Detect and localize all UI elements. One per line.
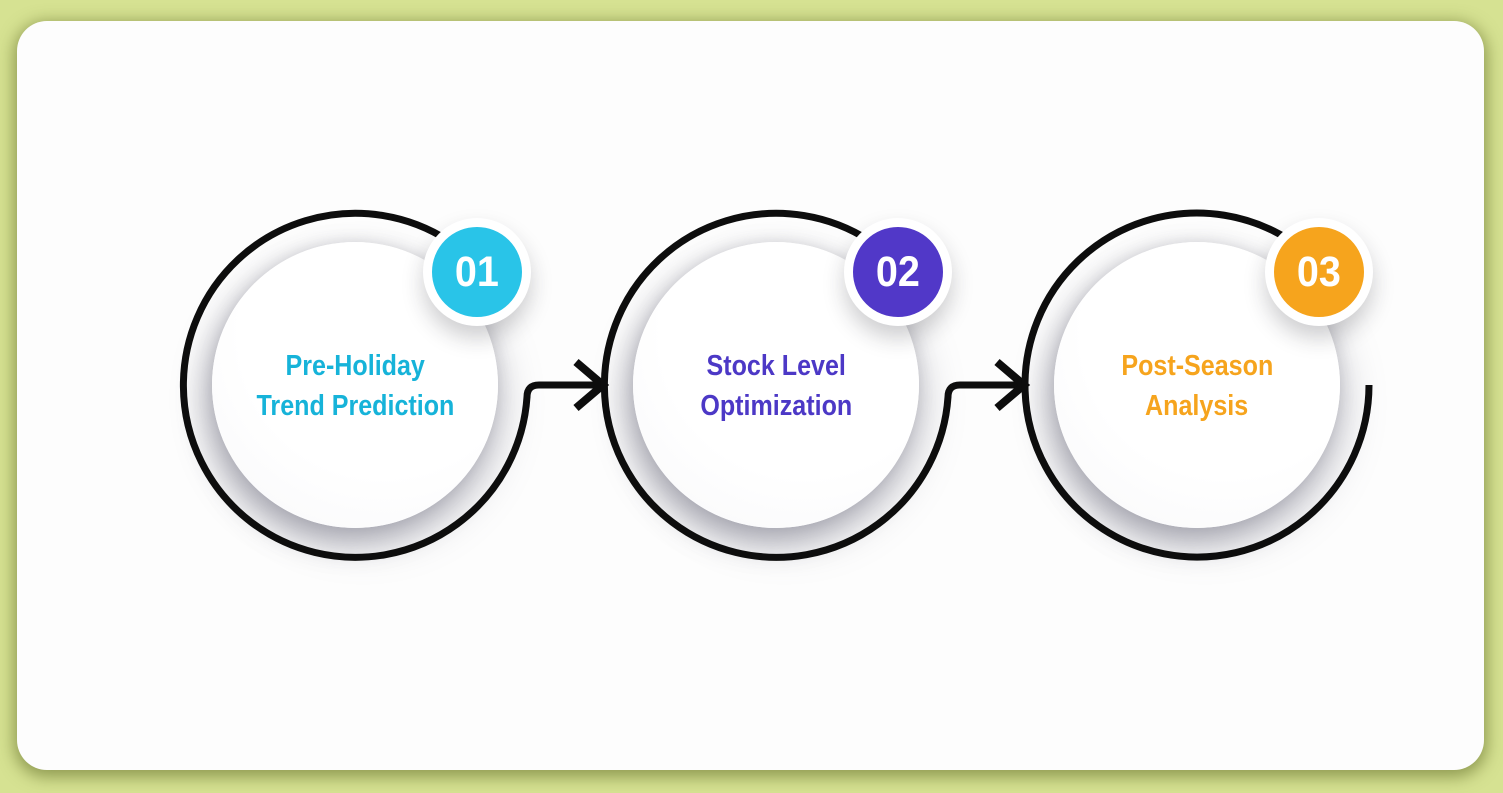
- step-title-1-line-1: Pre-Holiday: [285, 350, 425, 382]
- step-title-3: Post-Season Analysis: [1047, 340, 1347, 432]
- step-number-2: 02: [875, 247, 921, 296]
- step-badge-3: 03: [1265, 218, 1373, 326]
- step-title-2-line-1: Stock Level: [706, 350, 846, 382]
- step-title-2: Stock Level Optimization: [626, 340, 926, 432]
- step-badge-1: 01: [423, 218, 531, 326]
- step-title-1-line-2: Trend Prediction: [256, 390, 454, 422]
- step-title-1: Pre-Holiday Trend Prediction: [205, 340, 505, 432]
- step-title-3-line-1: Post-Season: [1121, 350, 1273, 382]
- step-number-3: 03: [1296, 247, 1342, 296]
- step-badge-2: 02: [844, 218, 952, 326]
- step-number-1: 01: [454, 247, 500, 296]
- step-title-2-line-2: Optimization: [700, 390, 852, 422]
- step-title-3-line-2: Analysis: [1145, 390, 1249, 422]
